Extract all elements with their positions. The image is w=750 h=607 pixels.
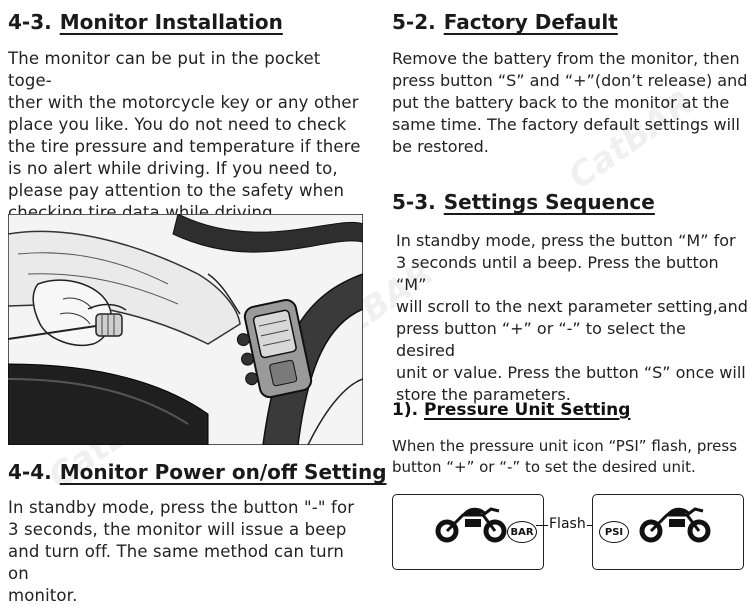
heading-title: Pressure Unit Setting — [423, 400, 631, 420]
text-line: put the battery back to the monitor at t… — [392, 93, 730, 112]
display-box-bar: BAR — [392, 494, 544, 570]
text-line: same time. The factory default settings … — [392, 115, 740, 134]
illustration-drawing — [8, 214, 363, 445]
heading-monitor-installation: 4-3. Monitor Installation — [8, 10, 283, 34]
text-line: will scroll to the next parameter settin… — [396, 297, 748, 316]
paragraph-monitor-installation: The monitor can be put in the pocket tog… — [8, 48, 368, 224]
heading-number: 4-3. — [8, 10, 52, 34]
text-line: be restored. — [392, 137, 489, 156]
text-line: place you like. You do not need to check — [8, 115, 347, 134]
heading-monitor-power: 4-4. Monitor Power on/off Setting — [8, 460, 387, 484]
paragraph-settings-sequence: In standby mode, press the button “M” fo… — [396, 230, 748, 406]
text-line: The monitor can be put in the pocket tog… — [8, 49, 321, 90]
text-line: store the parameters. — [396, 385, 571, 404]
text-line: the tire pressure and temperature if the… — [8, 137, 361, 156]
text-line: ther with the motorcycle key or any othe… — [8, 93, 359, 112]
motorcycle-icon — [639, 507, 711, 543]
heading-number: 1). — [392, 400, 419, 420]
text-line: please pay attention to the safety when — [8, 181, 345, 200]
heading-factory-default: 5-2. Factory Default — [392, 10, 618, 34]
flash-label: Flash — [549, 516, 586, 532]
text-line: 3 seconds until a beep. Press the button… — [396, 253, 719, 294]
heading-settings-sequence: 5-3. Settings Sequence — [392, 190, 655, 214]
text-line: is no alert while driving. If you need t… — [8, 159, 338, 178]
display-box-psi: PSI — [592, 494, 744, 570]
paragraph-monitor-power: In standby mode, press the button "-" fo… — [8, 497, 368, 607]
heading-number: 4-4. — [8, 460, 52, 484]
text-line: 3 seconds, the monitor will issue a beep — [8, 520, 347, 539]
paragraph-pressure-unit: When the pressure unit icon “PSI” flash,… — [392, 436, 748, 478]
heading-pressure-unit: 1). Pressure Unit Setting — [392, 400, 630, 420]
text-line: Remove the battery from the monitor, the… — [392, 49, 740, 68]
psi-unit-icon: PSI — [599, 521, 629, 543]
bar-unit-icon: BAR — [507, 521, 537, 543]
text-line: monitor. — [8, 586, 78, 605]
heading-number: 5-2. — [392, 10, 436, 34]
text-line: In standby mode, press the button “M” fo… — [396, 231, 736, 250]
heading-title: Settings Sequence — [443, 190, 655, 214]
motorcycle-icon — [435, 507, 507, 543]
text-line: When the pressure unit icon “PSI” flash,… — [392, 437, 738, 455]
text-line: press button “S” and “+”(don’t release) … — [392, 71, 748, 90]
heading-title: Factory Default — [443, 10, 618, 34]
paragraph-factory-default: Remove the battery from the monitor, the… — [392, 48, 748, 158]
text-line: button “+” or “-” to set the desired uni… — [392, 458, 696, 476]
heading-title: Monitor Power on/off Setting — [59, 460, 387, 484]
heading-number: 5-3. — [392, 190, 436, 214]
text-line: and turn off. The same method can turn o… — [8, 542, 344, 583]
flash-connector-left — [536, 525, 548, 526]
heading-title: Monitor Installation — [59, 10, 283, 34]
text-line: press button “+” or “-” to select the de… — [396, 319, 686, 360]
text-line: unit or value. Press the button “S” once… — [396, 363, 746, 382]
text-line: In standby mode, press the button "-" fo… — [8, 498, 355, 517]
monitor-installation-illustration — [8, 214, 363, 445]
